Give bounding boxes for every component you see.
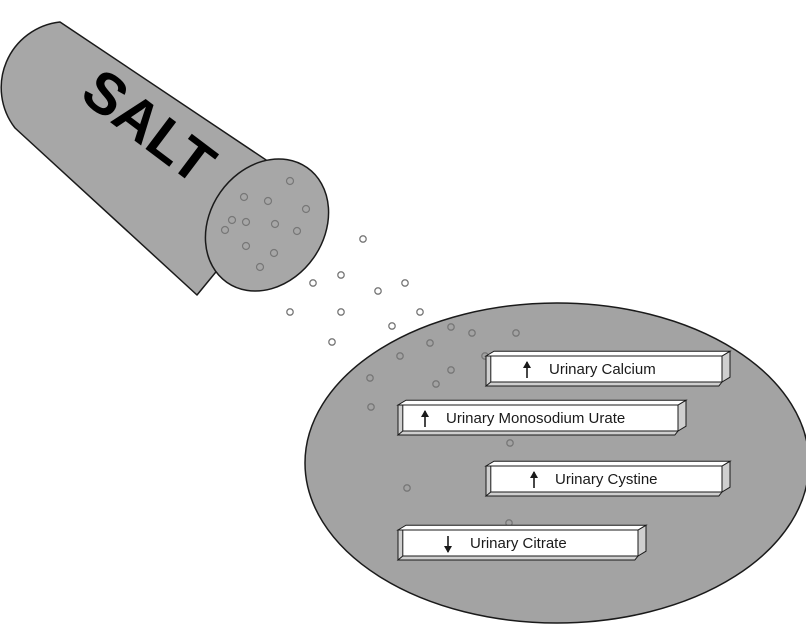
effect-bar: Urinary Cystine [486, 461, 730, 496]
effect-label: Urinary Citrate [470, 535, 567, 552]
salt-grain [338, 272, 344, 278]
effect-label: Urinary Calcium [549, 361, 656, 378]
salt-grain [402, 280, 408, 286]
effect-bar-bottom [486, 382, 722, 386]
effect-bar-top [486, 461, 730, 466]
effect-bar-top [398, 525, 646, 530]
salt-grain [417, 309, 423, 315]
effect-bar-bottom [398, 431, 678, 435]
salt-grain [360, 236, 366, 242]
effect-bar-top [398, 400, 686, 405]
effect-bar-top [486, 351, 730, 356]
effect-bar: Urinary Calcium [486, 351, 730, 386]
effect-bar-bottom [398, 556, 638, 560]
effect-bar-bottom [486, 492, 722, 496]
salt-grain [338, 309, 344, 315]
salt-shaker: SALT [1, 22, 354, 315]
effect-bar: Urinary Citrate [398, 525, 646, 560]
effect-label: Urinary Cystine [555, 471, 658, 488]
salt-grain [375, 288, 381, 294]
salt-grain [329, 339, 335, 345]
effect-label: Urinary Monosodium Urate [446, 410, 625, 427]
salt-grain [389, 323, 395, 329]
salt-grain [287, 309, 293, 315]
salt-grain [310, 280, 316, 286]
effect-bar: Urinary Monosodium Urate [398, 400, 686, 435]
